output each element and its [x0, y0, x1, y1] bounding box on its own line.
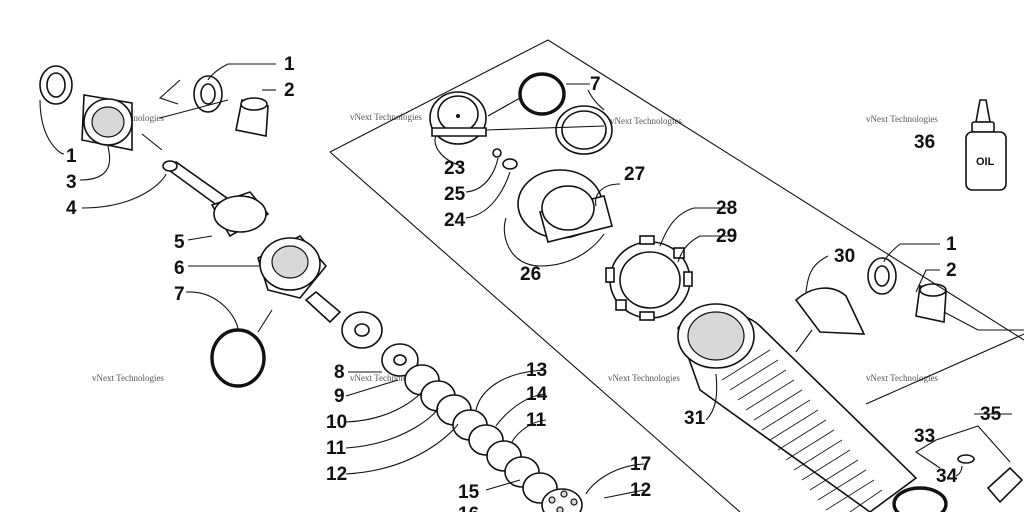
callout-2: 2	[284, 80, 295, 101]
callout-31: 31	[684, 408, 706, 429]
callout-1: 1	[284, 54, 295, 75]
callout-1: 1	[66, 146, 77, 167]
callout-29: 29	[716, 226, 737, 247]
callout-34: 34	[936, 466, 958, 487]
callout-14: 14	[526, 384, 548, 405]
callout-26: 26	[520, 264, 541, 285]
watermark: vNext Technologies	[350, 112, 422, 122]
callout-5: 5	[174, 232, 185, 253]
shaft-collar	[210, 191, 270, 238]
schrader-valve	[957, 454, 1024, 504]
callout-6: 6	[174, 258, 185, 279]
bushing-upper-left	[39, 65, 73, 105]
watermark: vNext Technologies	[610, 116, 682, 126]
watermarks: vNext Technologies vNext Technologies vN…	[92, 112, 938, 383]
callout-36: 36	[914, 132, 935, 153]
callout-23: 23	[444, 158, 465, 179]
callout-25: 25	[444, 184, 466, 205]
callout-11: 11	[526, 410, 547, 431]
valve-screw	[502, 158, 518, 170]
callout-35: 35	[980, 404, 1002, 425]
callout-7: 7	[590, 74, 601, 95]
callout-12: 12	[326, 464, 347, 485]
eyelet-bearing	[81, 94, 133, 151]
callout-28: 28	[716, 198, 737, 219]
small-o-ring	[492, 148, 502, 158]
o-ring-bottom	[892, 486, 948, 512]
watermark: vNext Technologies	[866, 114, 938, 124]
group-box-left	[329, 151, 741, 512]
reservoir-cap	[429, 91, 487, 145]
callout-13: 13	[526, 360, 547, 381]
watermark: vNext Technologies	[866, 373, 938, 383]
callout-30: 30	[834, 246, 855, 267]
callout-33: 33	[914, 426, 935, 447]
watermark: vNext Technologies	[350, 373, 422, 383]
bushing-right	[867, 257, 897, 295]
callout-labels: 1 2 1 3 4 5 6 7 8 9 10 11 12 13 14 11 15…	[66, 54, 1002, 512]
group-box-right	[865, 333, 1024, 405]
callout-16: 16	[458, 504, 479, 512]
callout-17: 17	[630, 454, 651, 475]
callout-2: 2	[946, 260, 957, 281]
callout-9: 9	[334, 386, 345, 407]
leader-lines	[39, 63, 1024, 499]
callout-27: 27	[624, 164, 645, 185]
adjuster-nut	[605, 235, 693, 321]
sleeve-top	[235, 97, 269, 137]
sleeve-right	[915, 283, 947, 323]
watermark: vNext Technologies	[92, 373, 164, 383]
callout-10: 10	[326, 412, 347, 433]
callout-15: 15	[458, 482, 480, 503]
callout-24: 24	[444, 210, 466, 231]
group-box-top	[329, 39, 1024, 341]
piston-head	[257, 234, 342, 324]
o-ring-left	[210, 328, 266, 388]
callout-1: 1	[946, 234, 957, 255]
callout-7: 7	[174, 284, 185, 305]
wear-band	[555, 105, 613, 155]
oil-bottle-icon: OIL	[965, 99, 1007, 191]
valve-stack	[341, 311, 583, 512]
callout-4: 4	[66, 198, 77, 219]
oil-label: OIL	[976, 156, 995, 168]
callout-3: 3	[66, 172, 77, 193]
callout-8: 8	[334, 362, 345, 383]
callout-12: 12	[630, 480, 651, 501]
o-ring-top	[518, 72, 566, 116]
heat-shield	[794, 287, 866, 335]
watermark: vNext Technologies	[608, 373, 680, 383]
bushing-small-top	[193, 75, 223, 113]
callout-11: 11	[326, 438, 347, 459]
floating-piston	[517, 169, 613, 243]
shock-body	[677, 303, 918, 512]
